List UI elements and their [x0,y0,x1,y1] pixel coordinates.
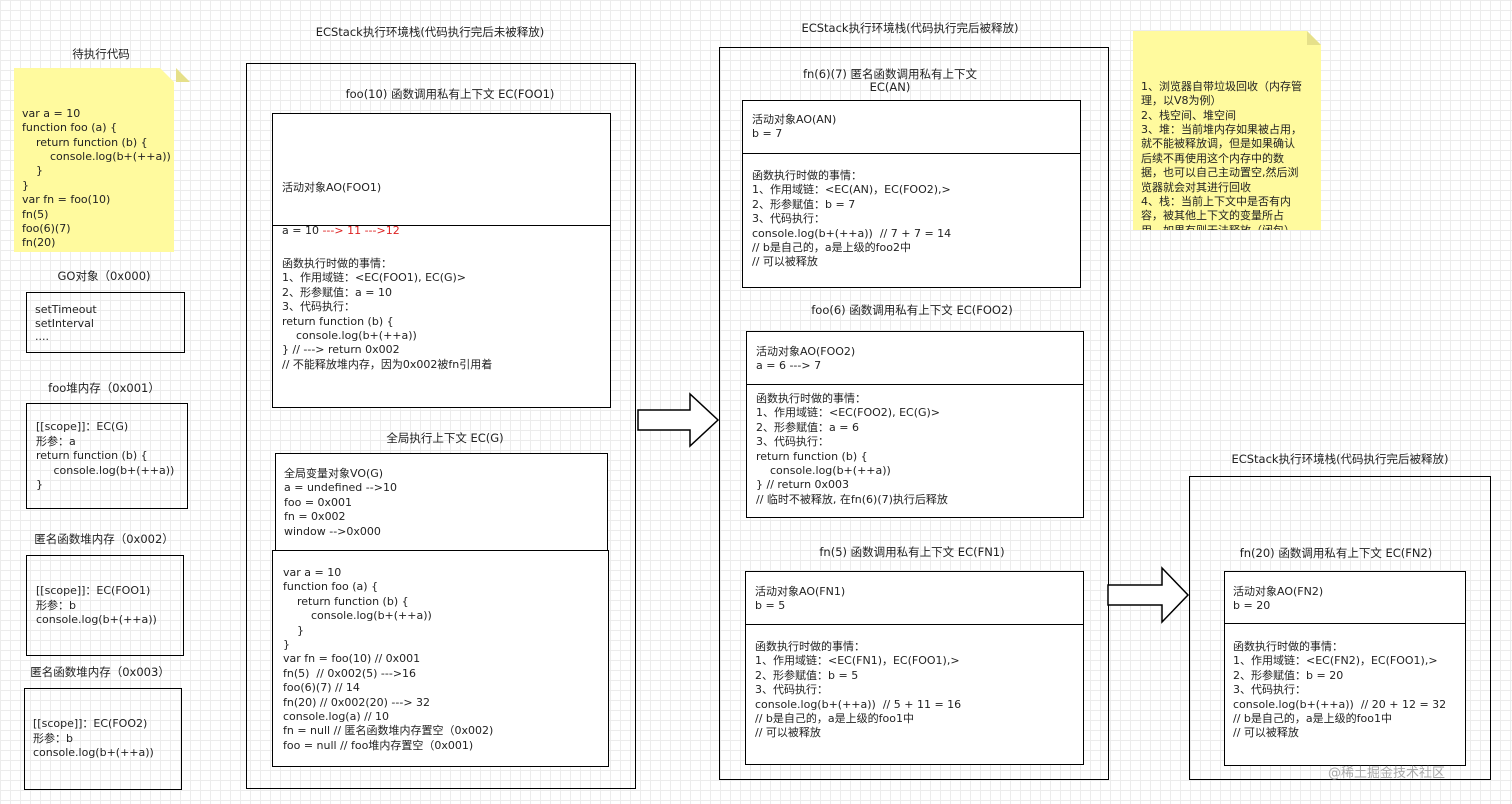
fn1-context: 活动对象AO(FN1) b = 5 函数执行时做的事情： 1、作用域链：<EC(… [745,571,1084,765]
code-note-text: var a = 10 function foo (a) { return fun… [22,106,171,279]
foo1-title: foo(10) 函数调用私有上下文 EC(FOO1) [345,87,555,101]
go-body: setTimeout setInterval .... [35,303,97,343]
an-title-line1: fn(6)(7) 匿名函数调用私有上下文 [802,67,978,81]
gc-note-fold [1307,31,1321,45]
foo2-body: 函数执行时做的事情： 1、作用域链：<EC(FOO2), EC(G)> 2、形参… [756,392,948,506]
foo2-ao: 活动对象AO(FOO2) a = 6 ---> 7 [756,345,856,373]
gc-note: 1、浏览器自带垃圾回收（内存管 理，以V8为例） 2、栈空间、堆空间 3、堆：当… [1133,31,1321,230]
go-title: GO对象（0x000) [57,269,151,283]
fn1-body: 函数执行时做的事情： 1、作用域链：<EC(FN1)，EC(FOO1),> 2、… [755,640,962,740]
foo2-divider [747,384,1083,385]
foo1-ao-a-prefix: a = 10 [282,224,323,238]
fn2-context: 活动对象AO(FN2) b = 20 函数执行时做的事情： 1、作用域链：<EC… [1224,571,1466,766]
global-code-body: var a = 10 function foo (a) { return fun… [283,566,494,752]
fn2-body: 函数执行时做的事情： 1、作用域链：<EC(FN2)，EC(FOO1),> 2、… [1233,640,1447,740]
fn2-ao: 活动对象AO(FN2) b = 20 [1233,585,1324,613]
anon-heap1-title: 匿名函数堆内存（0x002） [34,532,174,546]
foo1-body: 函数执行时做的事情： 1、作用域链：<EC(FOO1), EC(G)> 2、形参… [282,257,493,371]
anon-heap2-title: 匿名函数堆内存（0x003） [30,665,170,679]
anon-heap2-body: [[scope]]：EC(FOO2) 形参：b console.log(b+(+… [33,717,154,759]
code-note: var a = 10 function foo (a) { return fun… [14,68,174,252]
arrow-right-2 [1107,566,1190,624]
foo-heap-box: [[scope]]：EC(G) 形参：a return function (b)… [26,403,188,509]
an-body: 函数执行时做的事情： 1、作用域链：<EC(AN)，EC(FOO2),> 2、形… [752,169,952,269]
anon-heap1-body: [[scope]]：EC(FOO1) 形参：b console.log(b+(+… [36,584,157,626]
fn2-title: fn(20) 函数调用私有上下文 EC(FN2) [1239,546,1433,560]
an-context: 活动对象AO(AN) b = 7 函数执行时做的事情： 1、作用域链：<EC(A… [742,100,1081,288]
stack1-title: ECStack执行环境栈(代码执行完后未被释放) [315,25,545,39]
foo1-ao: 活动对象AO(FOO1) a = 10 ---> 11 --->12 [273,152,409,267]
stack2-box [719,47,1109,780]
anon-heap1-box: [[scope]]：EC(FOO1) 形参：b console.log(b+(+… [26,555,184,656]
fn1-ao: 活动对象AO(FN1) b = 5 [755,585,846,613]
watermark: @稀土掘金技术社区 [1328,766,1446,781]
code-note-fold [176,68,190,82]
global-title: 全局执行上下文 EC(G) [386,431,504,445]
fn1-title: fn(5) 函数调用私有上下文 EC(FN1) [819,545,1005,559]
an-ao: 活动对象AO(AN) b = 7 [752,113,837,141]
foo1-ao-a-changes: ---> 11 --->12 [322,224,400,238]
fn1-divider [746,624,1083,625]
global-vo: 全局变量对象VO(G) a = undefined -->10 foo = 0x… [275,453,608,552]
fn2-divider [1225,623,1465,624]
arrow-right-1 [637,392,720,448]
anon-heap2-box: [[scope]]：EC(FOO2) 形参：b console.log(b+(+… [24,688,182,790]
foo1-ao-a: a = 10 ---> 11 --->12 [282,224,400,238]
stack3-box [1189,476,1491,780]
gc-note-text: 1、浏览器自带垃圾回收（内存管 理，以V8为例） 2、栈空间、堆空间 3、堆：当… [1141,79,1302,237]
go-box: setTimeout setInterval .... [26,292,185,353]
an-divider [743,153,1080,154]
global-code: var a = 10 function foo (a) { return fun… [272,550,609,767]
stack2-title: ECStack执行环境栈(代码执行完后被释放) [801,21,1019,35]
stack3-title: ECStack执行环境栈(代码执行完后被释放) [1231,452,1449,466]
foo1-ao-label: 活动对象AO(FOO1) [282,180,382,194]
foo2-context: 活动对象AO(FOO2) a = 6 ---> 7 函数执行时做的事情： 1、作… [746,331,1084,518]
foo-heap-body: [[scope]]：EC(G) 形参：a return function (b)… [36,420,175,491]
an-title-line2: EC(AN) [869,80,911,94]
foo1-context: 活动对象AO(FOO1) a = 10 ---> 11 --->12 函数执行时… [272,113,611,408]
foo-heap-title: foo堆内存（0x001） [48,381,160,395]
stack1-box [246,63,636,789]
foo1-divider [273,225,610,226]
code-title: 待执行代码 [72,47,130,61]
foo2-title: foo(6) 函数调用私有上下文 EC(FOO2) [811,303,1013,317]
global-vo-body: 全局变量对象VO(G) a = undefined -->10 foo = 0x… [284,467,397,538]
